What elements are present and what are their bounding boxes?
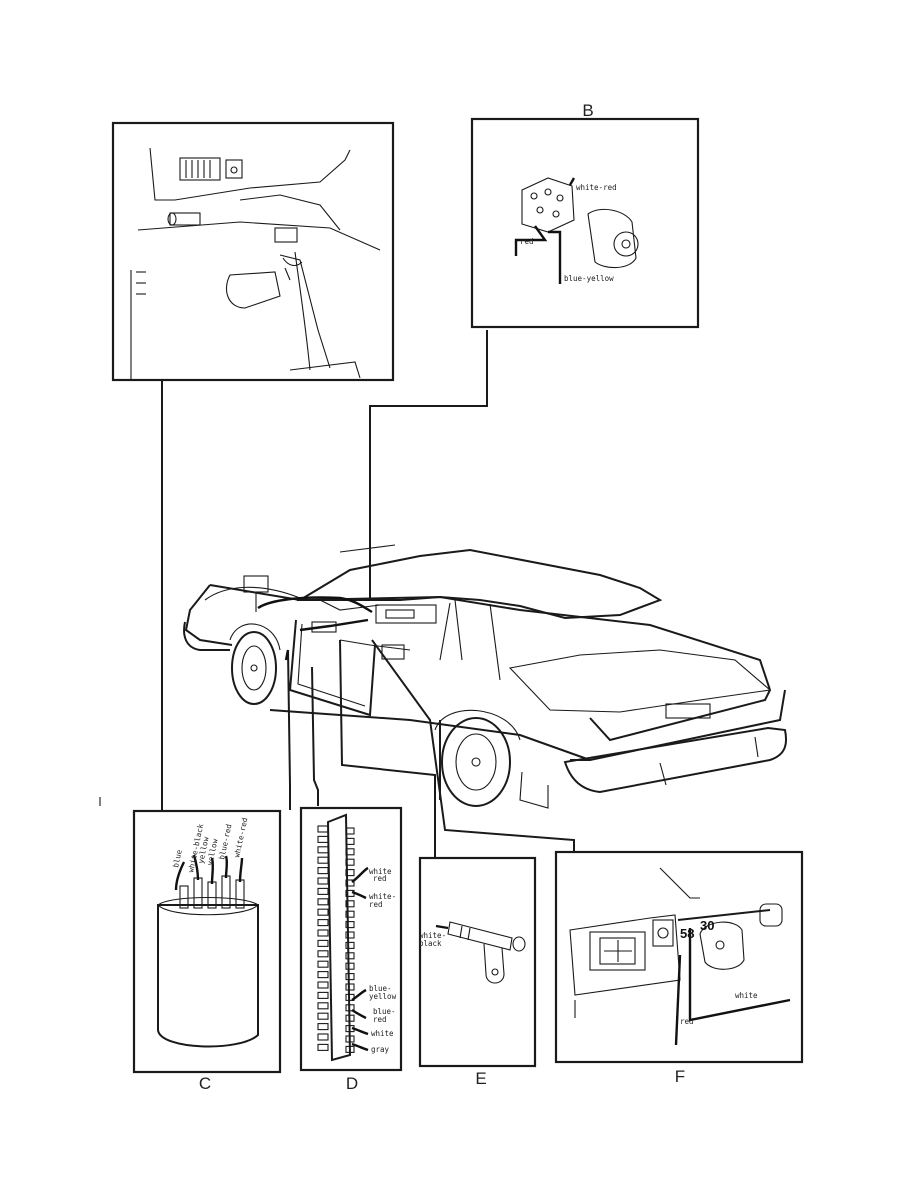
fuse-clip-right [345,910,355,918]
panel-d-wire-label-9: white [371,1029,394,1038]
fuse-clip-left [317,1012,329,1020]
fuse-clip-right [345,941,355,949]
fuse-clip-left [317,960,329,968]
panel-a-dashboard-view [111,121,395,382]
fuse-clip-left [317,856,329,864]
panel-d-wire-label-1: white [369,867,392,876]
fuse-clip-right [345,983,355,991]
fuse-clip-left [317,971,329,979]
fuse-clip-right [345,1035,355,1043]
panel-e: E white- black [418,856,537,1088]
panel-e-letter: E [475,1069,486,1088]
panel-f-terminal-label-1: 58 [680,926,694,941]
panel-d: D white red white- red blue- yellow blue… [299,806,403,1093]
panel-c-letter: C [199,1074,211,1093]
fuse-clip-left [317,887,329,895]
panel-b: B white-red red blue-yellow [470,101,700,329]
panel-d-wire-label-6: yellow [369,992,397,1001]
fuse-clip-left [317,867,329,875]
panel-d-letter: D [346,1074,358,1093]
panel-d-wire-label-10: gray [371,1045,390,1054]
panel-f-letter: F [675,1067,685,1086]
fuse-clip-left [317,939,329,947]
fuse-clip-left [317,835,329,843]
fuse-clip-right [345,952,355,960]
fuse-clip-left [317,1002,329,1010]
fuse-clip-right [345,1004,355,1012]
panel-e-wire-label-1: white- [419,931,446,940]
fuse-clip-right [345,900,355,908]
fuse-clip-right [345,921,355,929]
panel-f-wire-label-2: red [680,1017,694,1026]
panel-e-wire-label-2: black [419,939,442,948]
fuse-clip-left [317,908,329,916]
fuse-clip-left [317,898,329,906]
panel-f: F 58 30 white red [554,850,804,1086]
panel-d-wire-label-4: red [369,900,383,909]
fuse-clip-right [345,837,355,845]
fuse-clip-right [345,1014,355,1022]
fuse-clip-left [317,981,329,989]
car-illustration [183,544,788,809]
panel-d-wire-label-8: red [373,1015,387,1024]
fuse-clip-left [317,950,329,958]
panel-c: C blue white-black yellow yellow blue-re… [132,809,282,1093]
panel-d-wire-label-7: blue- [373,1007,396,1016]
fuse-clip-right [345,879,355,887]
fuse-clip-left [317,1023,329,1031]
fuse-clip-right [345,869,355,877]
fuse-clip-right [345,858,355,866]
fuse-clip-left [317,877,329,885]
fuse-clip-right [345,931,355,939]
panel-c-wire-label-1: blue [171,848,184,868]
panel-b-wire-label-2: red [520,237,534,246]
fuse-clip-left [317,919,329,927]
panel-f-terminal-label-2: 30 [700,918,714,933]
fuse-clip-left [317,846,329,854]
fuse-clip-left [317,1043,329,1051]
fuse-clip-left [317,929,329,937]
panel-b-wire-label-1: white-red [576,183,617,192]
panel-b-wire-label-3: blue-yellow [564,274,614,283]
fuse-clip-right [345,973,355,981]
panel-d-wire-label-2: red [373,874,387,883]
fuse-clip-left [317,991,329,999]
panel-d-wire-label-5: blue- [369,984,392,993]
panel-d-wire-label-3: white- [369,892,396,901]
fuse-clip-right [345,962,355,970]
panel-b-letter: B [582,101,593,120]
fuse-clip-right [345,1045,355,1053]
panel-f-wire-label-1: white [735,991,758,1000]
fuse-clip-right [345,827,355,835]
fuse-clip-right [345,848,355,856]
fuse-clip-left [317,825,329,833]
fuse-clip-left [317,1033,329,1041]
